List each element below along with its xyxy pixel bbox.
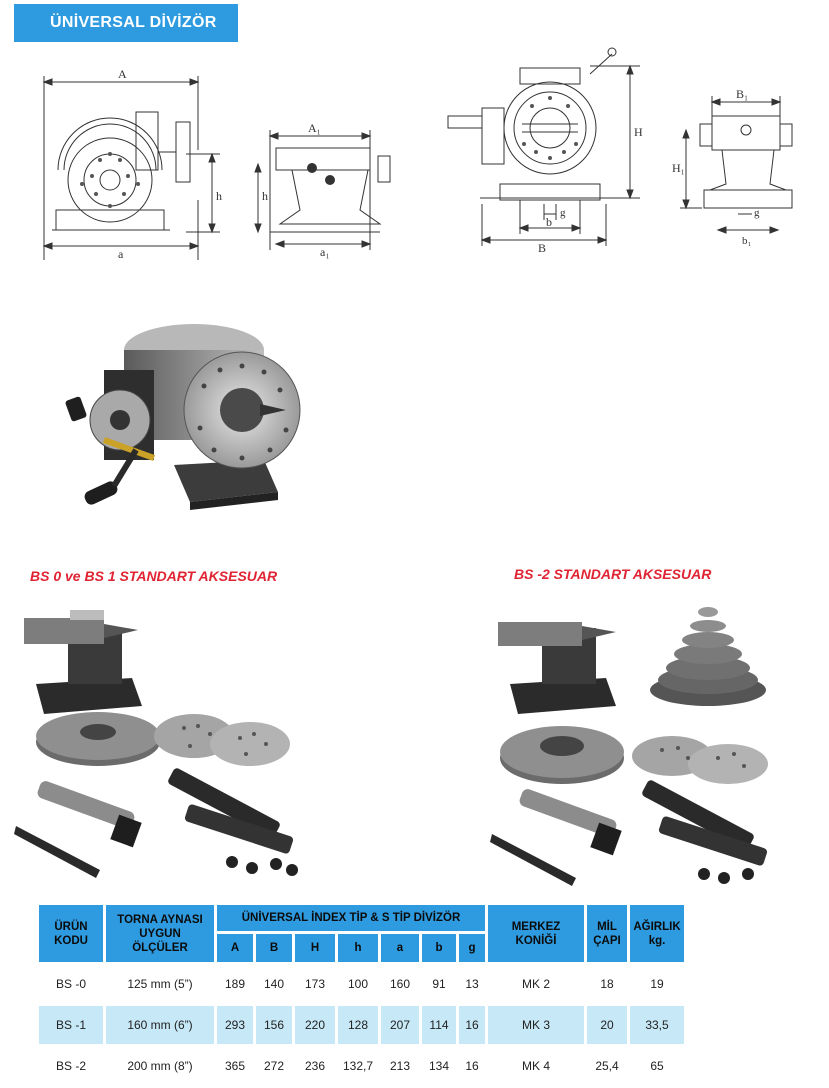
cell-chuck: 160 mm (6”) bbox=[106, 1006, 214, 1044]
cell-center: MK 4 bbox=[521, 1059, 550, 1073]
right-accessories-title: BS -2 STANDART AKSESUAR bbox=[514, 566, 712, 582]
cell-weight: 19 bbox=[650, 977, 664, 991]
cell-B: 272 bbox=[263, 1059, 285, 1073]
table-row: BS -2 200 mm (8”) 365 272 236 132,7 213 … bbox=[39, 1047, 684, 1085]
cell-chuck: 125 mm (5”) bbox=[127, 977, 193, 991]
face-plate-image bbox=[36, 712, 160, 766]
dim-label-B: B bbox=[538, 241, 546, 255]
cell-A: 189 bbox=[224, 977, 246, 991]
cell-shaft: 18 bbox=[600, 977, 614, 991]
cell-shaft: 25,4 bbox=[595, 1059, 619, 1073]
cell-g: 13 bbox=[465, 977, 479, 991]
cell-A: 293 bbox=[217, 1006, 253, 1044]
cell-code: BS -1 bbox=[39, 1006, 103, 1044]
page-title: ÜNİVERSAL DİVİZÖR bbox=[50, 14, 217, 31]
cell-chuck: 200 mm (8”) bbox=[127, 1059, 193, 1073]
table-row: BS -1 160 mm (6”) 293 156 220 128 207 11… bbox=[39, 1006, 684, 1044]
cell-h: 132,7 bbox=[342, 1059, 374, 1073]
dim-label-A: A bbox=[118, 67, 127, 81]
cell-H: 236 bbox=[304, 1059, 326, 1073]
header-dim-h: h bbox=[338, 934, 378, 962]
dim-label-h: h bbox=[216, 189, 222, 203]
drawing-front-side-view: A a h A₁ h a₁ bbox=[42, 67, 391, 261]
left-accessories-photos bbox=[14, 610, 298, 878]
cell-code: BS -2 bbox=[55, 1059, 86, 1073]
tailstock-image bbox=[24, 610, 142, 714]
header-dimension-group: ÜNİVERSAL İNDEX TİP & S TİP DİVİZÖR bbox=[217, 905, 485, 931]
cell-weight: 65 bbox=[650, 1059, 664, 1073]
cell-b: 134 bbox=[428, 1059, 450, 1073]
dim-label-g2: g bbox=[754, 207, 760, 219]
dim-label-g: g bbox=[560, 207, 566, 219]
header-dim-A: A bbox=[217, 934, 253, 962]
header-dim-B: B bbox=[256, 934, 292, 962]
dim-label-B1: B₁ bbox=[736, 87, 748, 101]
cell-h: 100 bbox=[347, 977, 369, 991]
dim-label-b1: b₁ bbox=[742, 235, 752, 247]
arbor-image bbox=[14, 781, 142, 878]
cell-A: 365 bbox=[224, 1059, 246, 1073]
dim-label-H: H bbox=[634, 125, 643, 139]
dim-label-A1: A₁ bbox=[308, 121, 321, 135]
left-accessories-title: BS 0 ve BS 1 STANDART AKSESUAR bbox=[30, 568, 278, 584]
cell-B: 140 bbox=[263, 977, 285, 991]
cell-code: BS -0 bbox=[55, 977, 86, 991]
cell-g: 16 bbox=[459, 1006, 485, 1044]
index-plates-image bbox=[154, 714, 290, 766]
header-dim-a: a bbox=[381, 934, 419, 962]
cell-b: 114 bbox=[422, 1006, 456, 1044]
drawing-top-end-view: H B b g B₁ H₁ g b₁ bbox=[447, 47, 793, 255]
change-gears-image bbox=[650, 607, 766, 706]
cell-h: 128 bbox=[338, 1006, 378, 1044]
cell-weight: 33,5 bbox=[630, 1006, 684, 1044]
dim-label-h-side: h bbox=[262, 189, 268, 203]
cell-center: MK 2 bbox=[521, 977, 550, 991]
dim-label-a: a bbox=[118, 247, 124, 261]
dividing-head-photo bbox=[65, 324, 301, 510]
header-dim-g: g bbox=[459, 934, 485, 962]
table-row: BS -0 125 mm (5”) 189 140 173 100 160 91… bbox=[39, 965, 684, 1003]
page-title-banner: ÜNİVERSAL DİVİZÖR bbox=[14, 4, 238, 42]
cell-a: 160 bbox=[389, 977, 411, 991]
cell-shaft: 20 bbox=[587, 1006, 627, 1044]
face-plate-image-bs2 bbox=[500, 726, 624, 784]
cell-g: 16 bbox=[465, 1059, 479, 1073]
header-dim-H: H bbox=[295, 934, 335, 962]
arbor-image-bs2 bbox=[490, 789, 622, 886]
index-plates-image-bs2 bbox=[632, 736, 768, 784]
dim-label-H1: H₁ bbox=[672, 161, 685, 175]
clamps-image-bs2 bbox=[642, 780, 768, 884]
header-dim-b: b bbox=[422, 934, 456, 962]
clamps-image bbox=[168, 768, 298, 876]
cell-b: 91 bbox=[432, 977, 446, 991]
right-accessories-photos bbox=[490, 607, 768, 886]
cell-center: MK 3 bbox=[488, 1006, 584, 1044]
cell-H: 220 bbox=[295, 1006, 335, 1044]
cell-a: 213 bbox=[389, 1059, 411, 1073]
cell-a: 207 bbox=[381, 1006, 419, 1044]
dim-label-a1: a₁ bbox=[320, 245, 330, 259]
dim-label-b: b bbox=[546, 215, 552, 229]
cell-H: 173 bbox=[304, 977, 326, 991]
cell-B: 156 bbox=[256, 1006, 292, 1044]
tailstock-image-bs2 bbox=[498, 622, 616, 714]
